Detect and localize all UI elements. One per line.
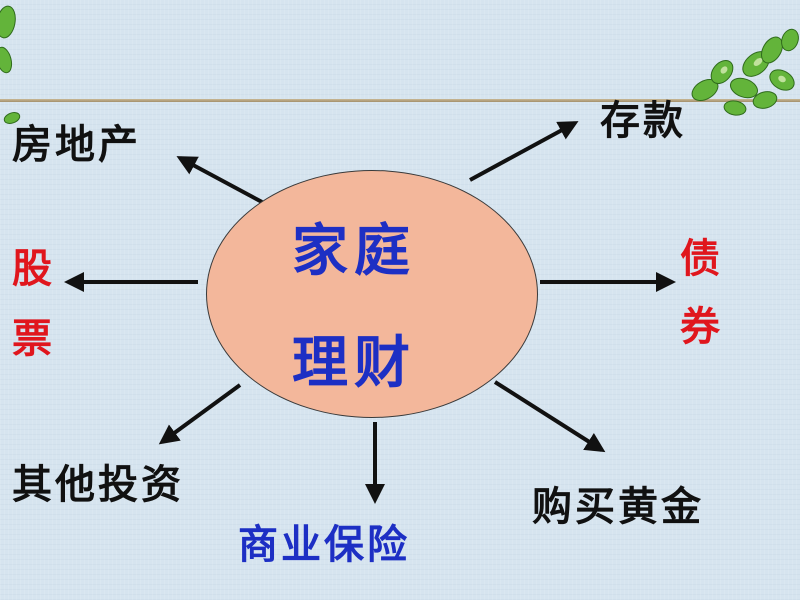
header-divider-line [0,99,800,102]
branch-bond-char1: 债 [680,236,723,282]
arrow-deposit [469,121,579,182]
center-title-line2: 理财 [292,331,416,396]
branch-real-estate: 房地产 [12,122,141,168]
branch-gold: 购买黄金 [532,484,704,530]
vine-leaves-icon [0,5,799,124]
center-title-line1: 家庭 [292,219,416,284]
center-ellipse [206,170,538,418]
branch-other-investment: 其他投资 [12,462,184,508]
arrow-real-estate [176,156,263,204]
branch-stock-char1: 股 [12,246,55,292]
branch-deposit: 存款 [600,98,686,144]
branch-bond-char2: 券 [680,304,723,350]
branch-stock-char2: 票 [12,316,55,362]
arrow-other-investment [158,383,242,445]
branch-insurance: 商业保险 [238,522,410,568]
arrow-gold [493,380,606,453]
